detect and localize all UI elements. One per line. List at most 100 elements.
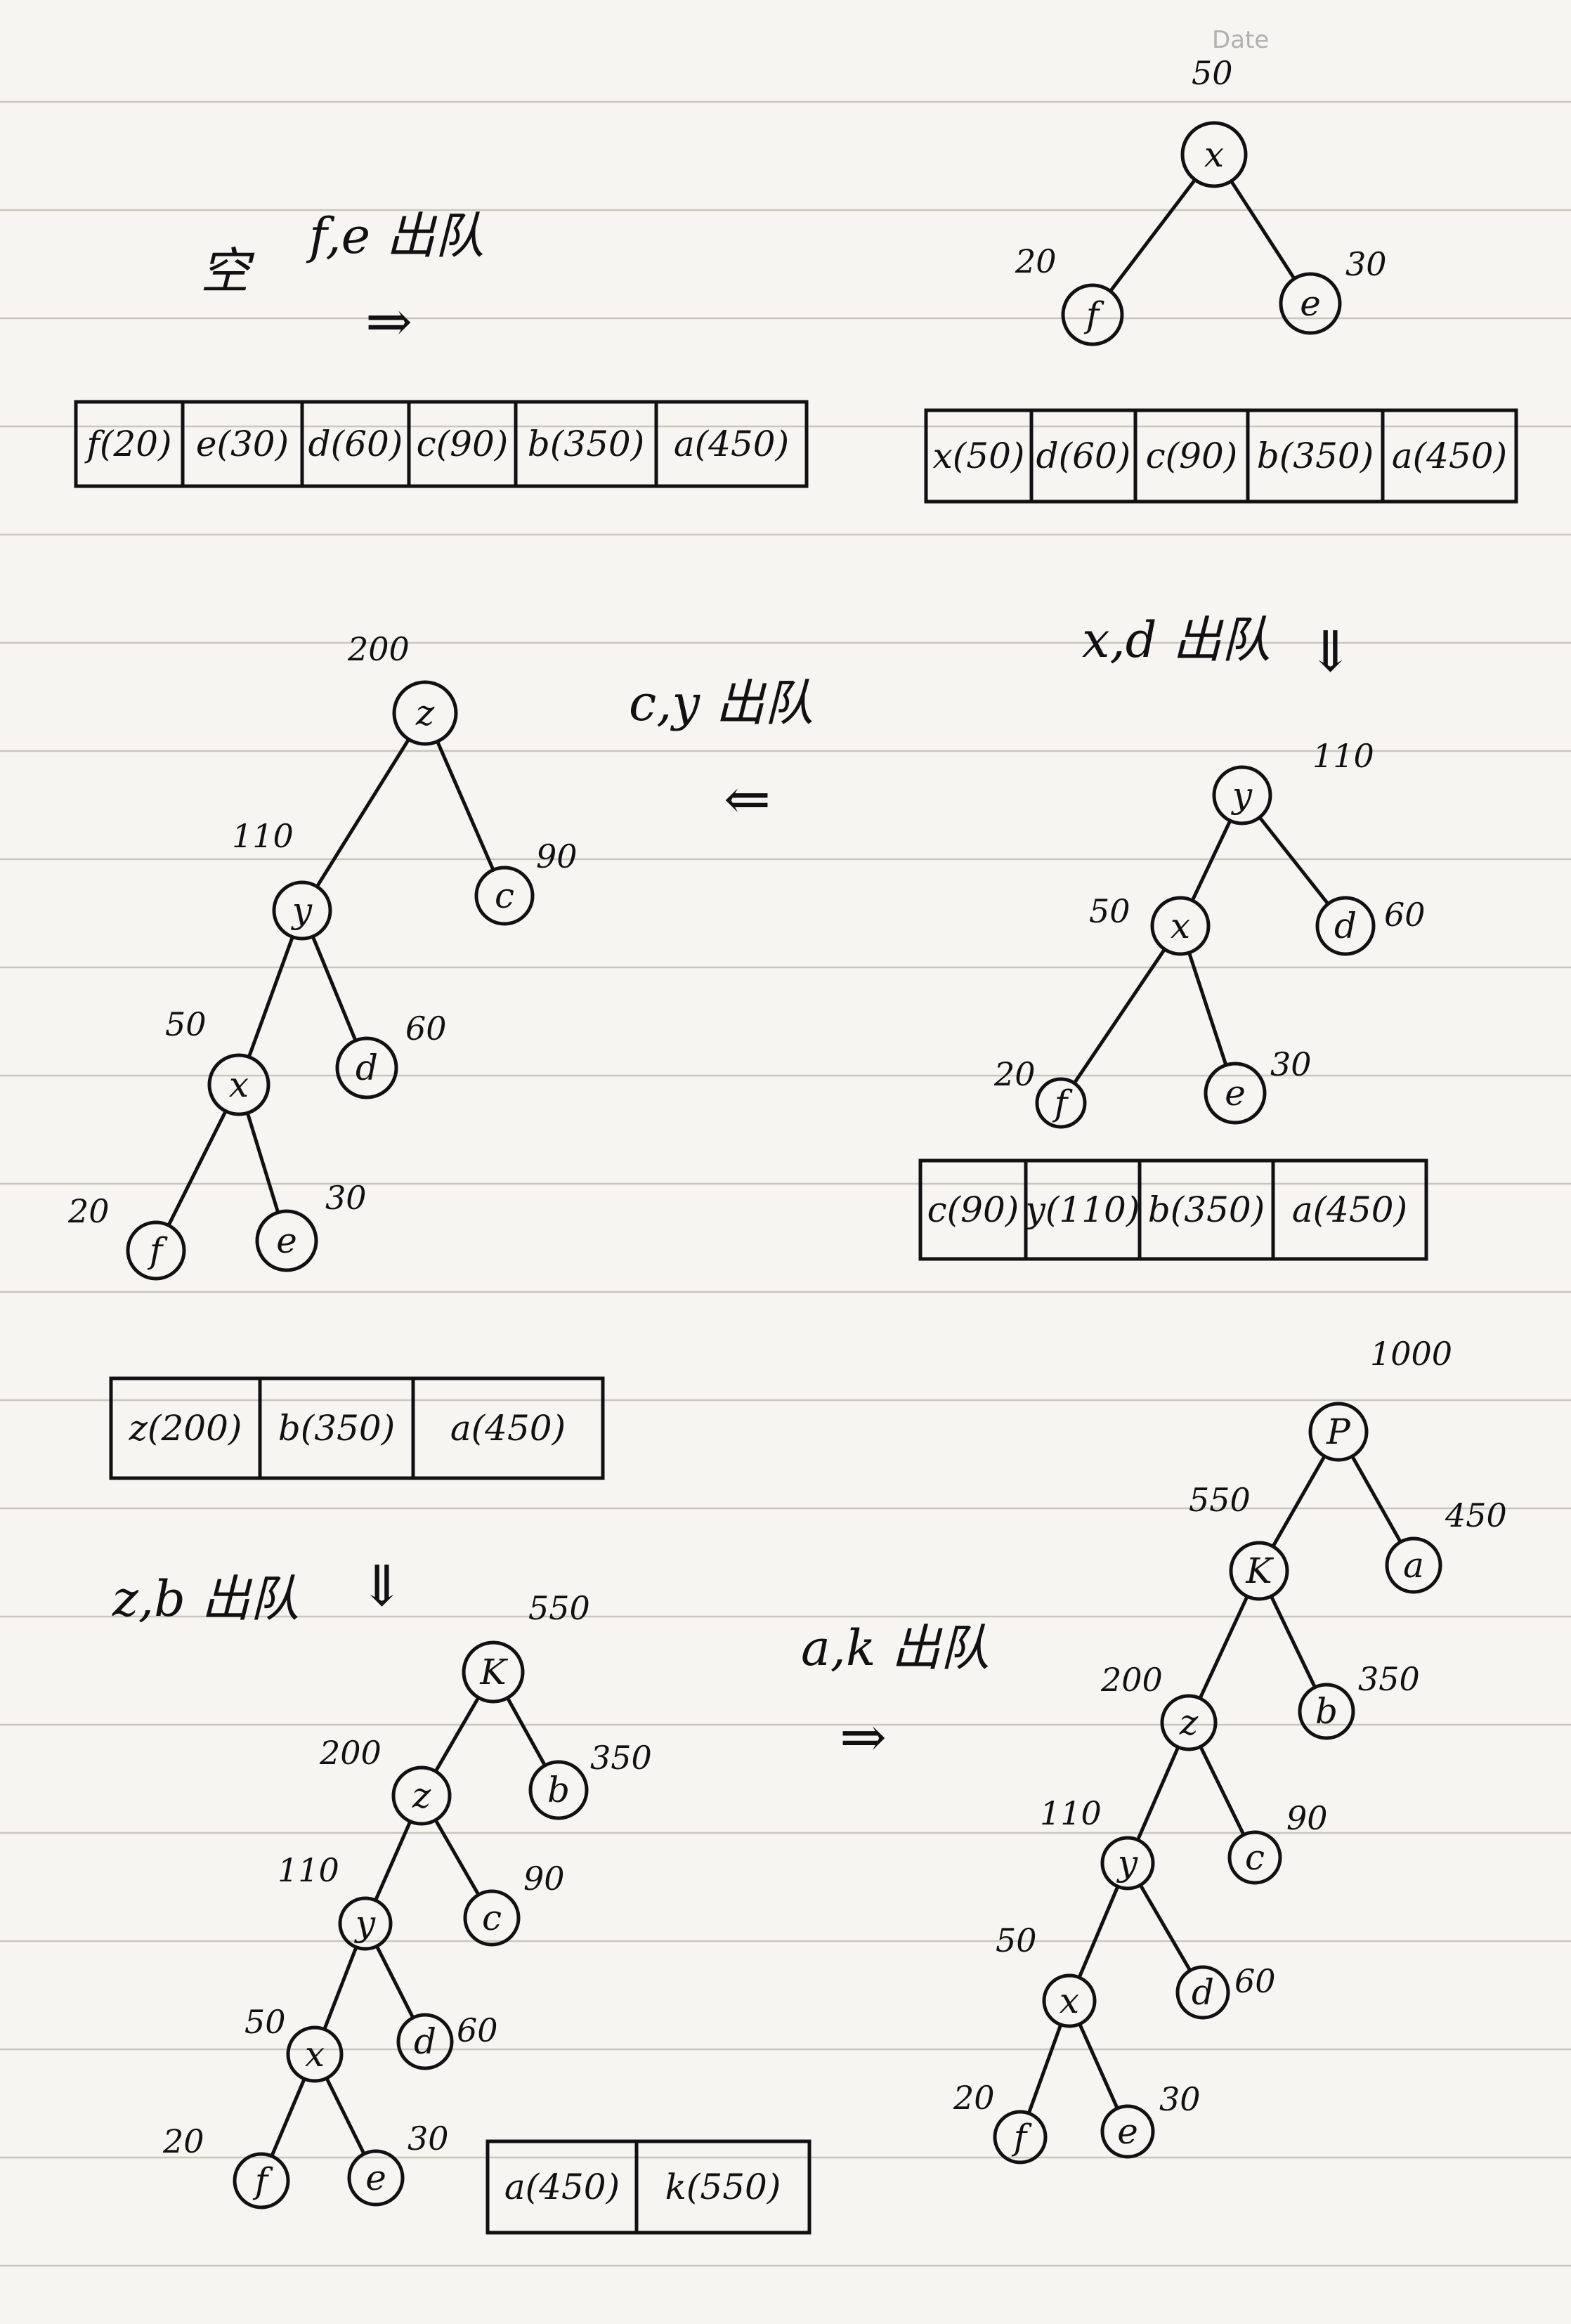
node-weight: 200 <box>347 630 410 668</box>
node-label: d <box>414 2021 436 2062</box>
node-label: c <box>1245 1837 1265 1878</box>
arrow-left-1: ⇐ <box>724 766 771 832</box>
priority-queue-3: c(90)y(110)b(350)a(450) <box>918 1158 1428 1261</box>
node-weight: 20 <box>162 2122 204 2160</box>
node-circle <box>347 2149 405 2207</box>
tree-node-e: e30 <box>1204 1045 1312 1125</box>
node-label: e <box>1117 2111 1138 2152</box>
tree-edge <box>505 1696 547 1768</box>
node-circle <box>392 680 458 746</box>
node-circle <box>1180 121 1248 188</box>
queue-cell: b(350) <box>528 424 644 464</box>
arrow-right-1: ⇒ <box>365 289 412 354</box>
tree-node-f: f 20 <box>162 2122 290 2209</box>
node-weight: 200 <box>1100 1661 1163 1699</box>
queue-cell: a(450) <box>504 2167 620 2207</box>
node-weight: 60 <box>457 2011 498 2049</box>
queue-cell: d(60) <box>308 424 403 464</box>
tree-edge <box>247 935 294 1059</box>
queue-cell: f(20) <box>84 424 171 464</box>
tree-edge <box>311 934 358 1043</box>
node-label: d <box>1192 1972 1214 2013</box>
node-weight: 550 <box>1189 1481 1251 1519</box>
tree-edge <box>1190 818 1232 903</box>
priority-queue-5: a(450) k(550) <box>485 2139 811 2235</box>
node-weight: 110 <box>1312 737 1374 775</box>
queue-group: f(20)e(30)d(60)c(90)b(350)a(450)x(50)d(6… <box>74 400 1518 2235</box>
node-circle <box>1100 2104 1155 2159</box>
queue-cell: a(450) <box>450 1408 566 1449</box>
node-weight: 90 <box>536 837 578 875</box>
node-circle <box>338 1896 393 1951</box>
queue-cell: a(450) <box>674 424 789 464</box>
node-label: b <box>547 1770 570 1810</box>
node-weight: 30 <box>1159 2080 1201 2118</box>
node-weight: 350 <box>590 1739 652 1777</box>
node-circle <box>1150 896 1211 956</box>
priority-queue-2: x(50)d(60)c(90)b(350)a(450) <box>924 408 1518 504</box>
node-label: f <box>252 2160 273 2201</box>
node-weight: 30 <box>1345 245 1387 283</box>
node-label: b <box>1315 1691 1338 1732</box>
node-circle <box>462 1640 525 1704</box>
note-step-ak: a,k 出队 <box>801 1619 990 1677</box>
ruled-lines <box>0 100 1571 2267</box>
tree-edge <box>245 1111 280 1215</box>
node-label: f <box>1052 1083 1073 1123</box>
node-weight: 110 <box>232 817 294 855</box>
node-label: e <box>365 2157 386 2198</box>
node-circle <box>1308 1402 1369 1462</box>
node-weight: 30 <box>408 2120 449 2157</box>
tree-x-edges <box>1108 178 1296 294</box>
queue-cell: c(90) <box>417 424 509 464</box>
node-label: x <box>305 2034 325 2075</box>
tree-node-e: e 30 <box>347 2120 449 2207</box>
tree-node-d: d60 <box>335 1010 447 1099</box>
node-weight: 60 <box>1384 896 1426 934</box>
node-weight: 110 <box>278 1851 339 1889</box>
tree-node-c: c90 <box>463 1860 565 1947</box>
tree-edge <box>270 2077 306 2158</box>
queue-cell: k(550) <box>665 2167 781 2207</box>
arrow-down-1: ⇓ <box>1307 619 1354 684</box>
node-weight: 90 <box>523 1860 565 1898</box>
tree-node-f: f20 <box>67 1192 186 1281</box>
tree-node-f: f20 <box>953 2079 1048 2165</box>
node-circle <box>1061 283 1124 346</box>
node-circle <box>126 1220 186 1281</box>
node-label: c <box>495 875 514 916</box>
queue-cell: b(350) <box>1148 1189 1265 1230</box>
tree-node-b: b 350 <box>528 1739 652 1820</box>
node-weight: 50 <box>1192 54 1233 92</box>
priority-queue-1: f(20)e(30)d(60)c(90)b(350)a(450) <box>74 400 809 488</box>
tree-node-x: x50 <box>996 1921 1097 2028</box>
tree-edge <box>1135 1745 1180 1842</box>
node-weight: 20 <box>1015 242 1057 280</box>
node-circle <box>1212 765 1272 825</box>
tree-edge <box>434 1818 481 1897</box>
queue-cell: c(90) <box>1146 436 1238 476</box>
node-circle <box>1298 1683 1355 1740</box>
node-label: d <box>1334 906 1357 946</box>
tree-node-c: c 90 <box>474 837 578 926</box>
tree-node-e: e30 <box>255 1179 367 1272</box>
node-weight: 450 <box>1445 1496 1507 1534</box>
queue-frame <box>109 1376 605 1480</box>
tree-y-edges <box>1072 815 1330 1085</box>
note-step-cy: c,y 出队 <box>629 674 814 732</box>
node-weight: 50 <box>996 1921 1037 1959</box>
node-label: e <box>276 1220 297 1261</box>
arrow-right-2: ⇒ <box>840 1704 887 1770</box>
tree-node-x: x50 <box>1180 54 1248 188</box>
node-weight: 60 <box>1234 1962 1276 2000</box>
tree-node-e: e 30 <box>1100 2080 1201 2159</box>
